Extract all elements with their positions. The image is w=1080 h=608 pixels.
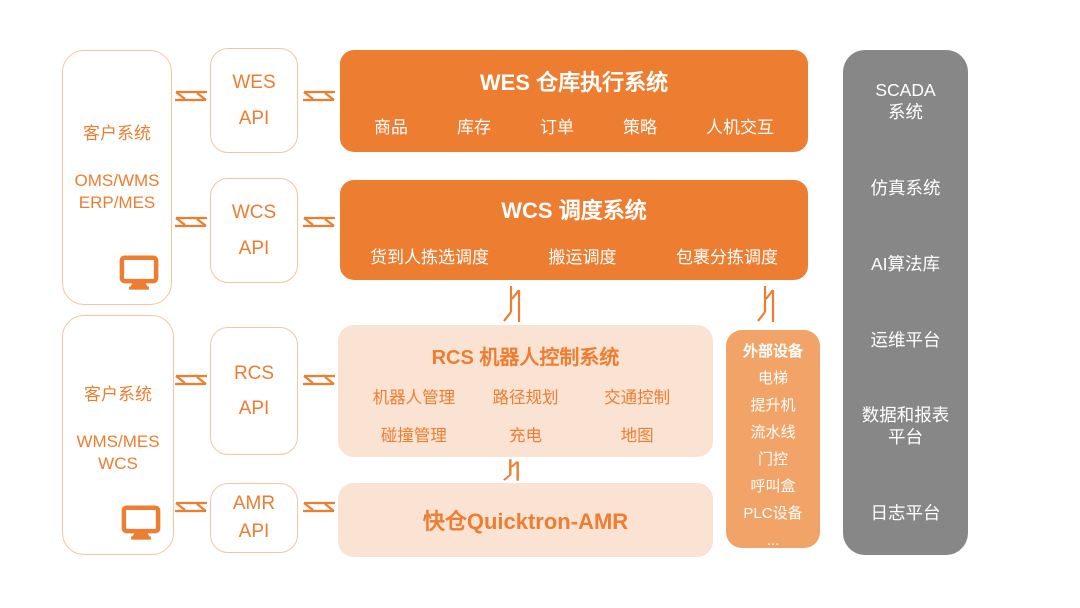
exchange-arrow-icon bbox=[174, 87, 208, 110]
rcs-item: 地图 bbox=[620, 427, 654, 445]
rcs-item: 路径规划 bbox=[492, 389, 559, 407]
client-system-title: 客户系统 bbox=[84, 385, 152, 404]
exchange-arrow-icon bbox=[174, 371, 208, 394]
exchange-arrow-icon bbox=[174, 213, 208, 236]
exchange-arrow-icon bbox=[302, 213, 336, 236]
quicktron-amr-box: 快仓Quicktron-AMR bbox=[338, 483, 713, 557]
platform-item: SCADA 系统 bbox=[875, 80, 936, 122]
rcs-system-title: RCS 机器人控制系统 bbox=[431, 347, 620, 369]
wes-system-title: WES 仓库执行系统 bbox=[479, 69, 669, 95]
external-devices-title: 外部设备 bbox=[742, 343, 803, 360]
platform-item: 仿真系统 bbox=[870, 177, 941, 198]
rcs-item: 机器人管理 bbox=[372, 389, 456, 407]
external-devices-box: 外部设备 电梯 提升机 流水线 门控 呼叫盒 PLC设备 ... bbox=[726, 330, 820, 549]
wes-system-items: 商品 库存 订单 策略 人机交互 bbox=[374, 113, 774, 138]
external-device-item: 呼叫盒 bbox=[750, 478, 796, 495]
wes-item: 库存 bbox=[457, 117, 491, 137]
client-system-title: 客户系统 bbox=[83, 124, 151, 143]
wcs-item: 搬运调度 bbox=[548, 247, 617, 267]
client-system-list: WMS/MES WCS bbox=[76, 432, 160, 473]
rcs-item: 碰撞管理 bbox=[380, 427, 447, 445]
wes-api-box: WES API bbox=[210, 48, 298, 153]
wcs-item: 货到人拣选调度 bbox=[370, 247, 489, 267]
wcs-api-box: WCS API bbox=[210, 178, 298, 283]
external-device-item: 门控 bbox=[757, 451, 788, 468]
monitor-icon bbox=[121, 505, 161, 546]
vertical-exchange-arrow-icon bbox=[503, 284, 527, 329]
rcs-system-box: RCS 机器人控制系统 机器人管理 路径规划 交通控制 碰撞管理 充电 地图 bbox=[338, 325, 713, 457]
external-device-item: 电梯 bbox=[757, 370, 788, 387]
wcs-system-title: WCS 调度系统 bbox=[501, 197, 647, 223]
platform-item: AI算法库 bbox=[870, 253, 941, 274]
wes-item: 订单 bbox=[540, 117, 574, 137]
platform-item: 运维平台 bbox=[870, 329, 941, 350]
monitor-icon bbox=[119, 255, 159, 296]
exchange-arrow-icon bbox=[302, 87, 336, 110]
platform-panel: SCADA 系统 仿真系统 AI算法库 运维平台 数据和报表 平台 日志平台 bbox=[843, 50, 968, 555]
wcs-system-box: WCS 调度系统 货到人拣选调度 搬运调度 包裹分拣调度 bbox=[340, 180, 808, 280]
wes-item: 人机交互 bbox=[706, 117, 774, 137]
wcs-system-items: 货到人拣选调度 搬运调度 包裹分拣调度 bbox=[370, 243, 778, 268]
platform-item: 数据和报表 平台 bbox=[861, 405, 950, 448]
external-device-item: 流水线 bbox=[750, 424, 796, 441]
platform-item: 日志平台 bbox=[870, 503, 941, 524]
rcs-system-items: 机器人管理 路径规划 交通控制 碰撞管理 充电 地图 bbox=[358, 384, 693, 446]
client-system-box-2: 客户系统 WMS/MES WCS bbox=[62, 315, 174, 555]
wes-system-box: WES 仓库执行系统 商品 库存 订单 策略 人机交互 bbox=[340, 50, 808, 152]
wes-item: 策略 bbox=[623, 117, 657, 137]
external-device-item: PLC设备 bbox=[743, 505, 803, 522]
vertical-exchange-arrow-icon bbox=[757, 284, 781, 329]
external-device-item: 提升机 bbox=[750, 397, 796, 414]
external-device-item: ... bbox=[766, 532, 780, 549]
rcs-api-box: RCS API bbox=[210, 327, 298, 455]
vertical-exchange-arrow-icon bbox=[502, 458, 525, 487]
client-system-list: OMS/WMS ERP/MES bbox=[74, 171, 160, 212]
exchange-arrow-icon bbox=[302, 371, 336, 394]
client-system-box-1: 客户系统 OMS/WMS ERP/MES bbox=[62, 50, 172, 305]
exchange-arrow-icon bbox=[174, 498, 208, 521]
wcs-item: 包裹分拣调度 bbox=[676, 247, 778, 267]
exchange-arrow-icon bbox=[302, 498, 336, 521]
wes-item: 商品 bbox=[374, 117, 408, 137]
amr-api-box: AMR API bbox=[210, 483, 298, 553]
rcs-item: 充电 bbox=[508, 427, 542, 445]
rcs-item: 交通控制 bbox=[604, 389, 671, 407]
